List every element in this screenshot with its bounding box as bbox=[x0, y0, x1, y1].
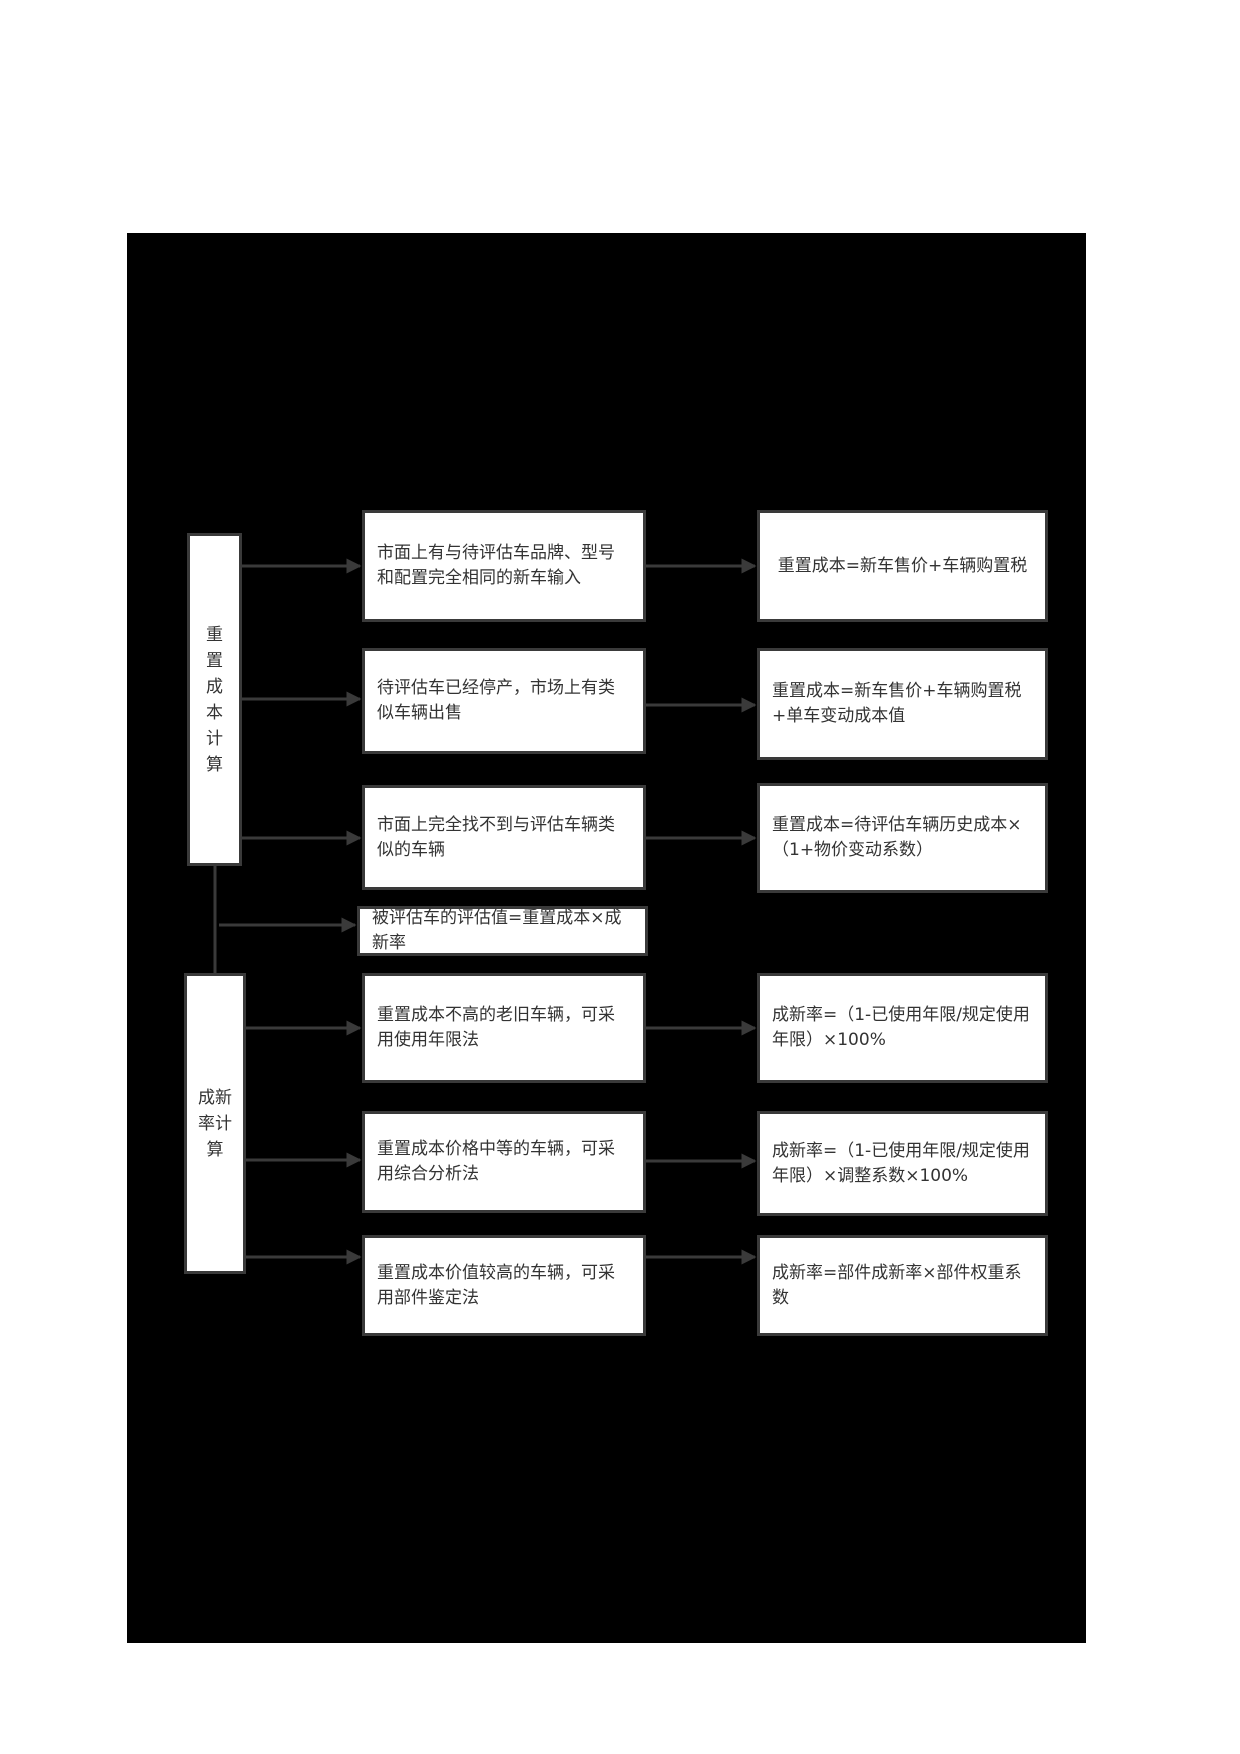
formula-text: 重置成本=新车售价+车辆购置税 bbox=[777, 555, 1028, 576]
summary-text: 被评估车的评估值=重置成本×成新率 bbox=[372, 908, 622, 953]
formula-box: 成新率=部件成新率×部件权重系数 bbox=[757, 1235, 1048, 1336]
condition-box: 市面上有与待评估车品牌、型号和配置完全相同的新车输入 bbox=[362, 510, 646, 622]
formula-text: 成新率=（1-已使用年限/规定使用年限）×调整系数×100% bbox=[772, 1140, 1030, 1186]
condition-box: 重置成本不高的老旧车辆，可采用使用年限法 bbox=[362, 973, 646, 1083]
summary-box: 被评估车的评估值=重置成本×成新率 bbox=[357, 906, 648, 956]
condition-text: 市面上完全找不到与评估车辆类似的车辆 bbox=[377, 814, 615, 860]
condition-box: 市面上完全找不到与评估车辆类似的车辆 bbox=[362, 785, 646, 890]
formula-box: 重置成本=待评估车辆历史成本×（1+物价变动系数） bbox=[757, 783, 1048, 893]
group-label-text: 成新率计算 bbox=[197, 1087, 232, 1160]
group-label-newness-rate: 成新率计算 bbox=[184, 973, 246, 1274]
condition-box: 重置成本价值较高的车辆，可采用部件鉴定法 bbox=[362, 1235, 646, 1336]
condition-box: 重置成本价格中等的车辆，可采用综合分析法 bbox=[362, 1111, 646, 1213]
condition-text: 重置成本价格中等的车辆，可采用综合分析法 bbox=[377, 1139, 615, 1184]
condition-text: 待评估车已经停产，市场上有类似车辆出售 bbox=[377, 678, 615, 723]
formula-box: 重置成本=新车售价+车辆购置税+单车变动成本值 bbox=[757, 648, 1048, 760]
group-label-text: 重置成本计算 bbox=[206, 624, 223, 775]
condition-text: 重置成本价值较高的车辆，可采用部件鉴定法 bbox=[377, 1262, 615, 1308]
group-label-replacement-cost: 重置成本计算 bbox=[187, 533, 242, 866]
condition-text: 市面上有与待评估车品牌、型号和配置完全相同的新车输入 bbox=[377, 543, 615, 588]
formula-text: 重置成本=新车售价+车辆购置税+单车变动成本值 bbox=[772, 681, 1022, 726]
formula-box: 成新率=（1-已使用年限/规定使用年限）×调整系数×100% bbox=[757, 1111, 1048, 1216]
condition-box: 待评估车已经停产，市场上有类似车辆出售 bbox=[362, 648, 646, 754]
formula-text: 成新率=部件成新率×部件权重系数 bbox=[772, 1262, 1022, 1308]
formula-text: 成新率=（1-已使用年限/规定使用年限）×100% bbox=[772, 1005, 1030, 1050]
condition-text: 重置成本不高的老旧车辆，可采用使用年限法 bbox=[377, 1005, 615, 1050]
formula-text: 重置成本=待评估车辆历史成本×（1+物价变动系数） bbox=[772, 815, 1022, 860]
formula-box: 成新率=（1-已使用年限/规定使用年限）×100% bbox=[757, 973, 1048, 1083]
formula-box: 重置成本=新车售价+车辆购置税 bbox=[757, 510, 1048, 622]
